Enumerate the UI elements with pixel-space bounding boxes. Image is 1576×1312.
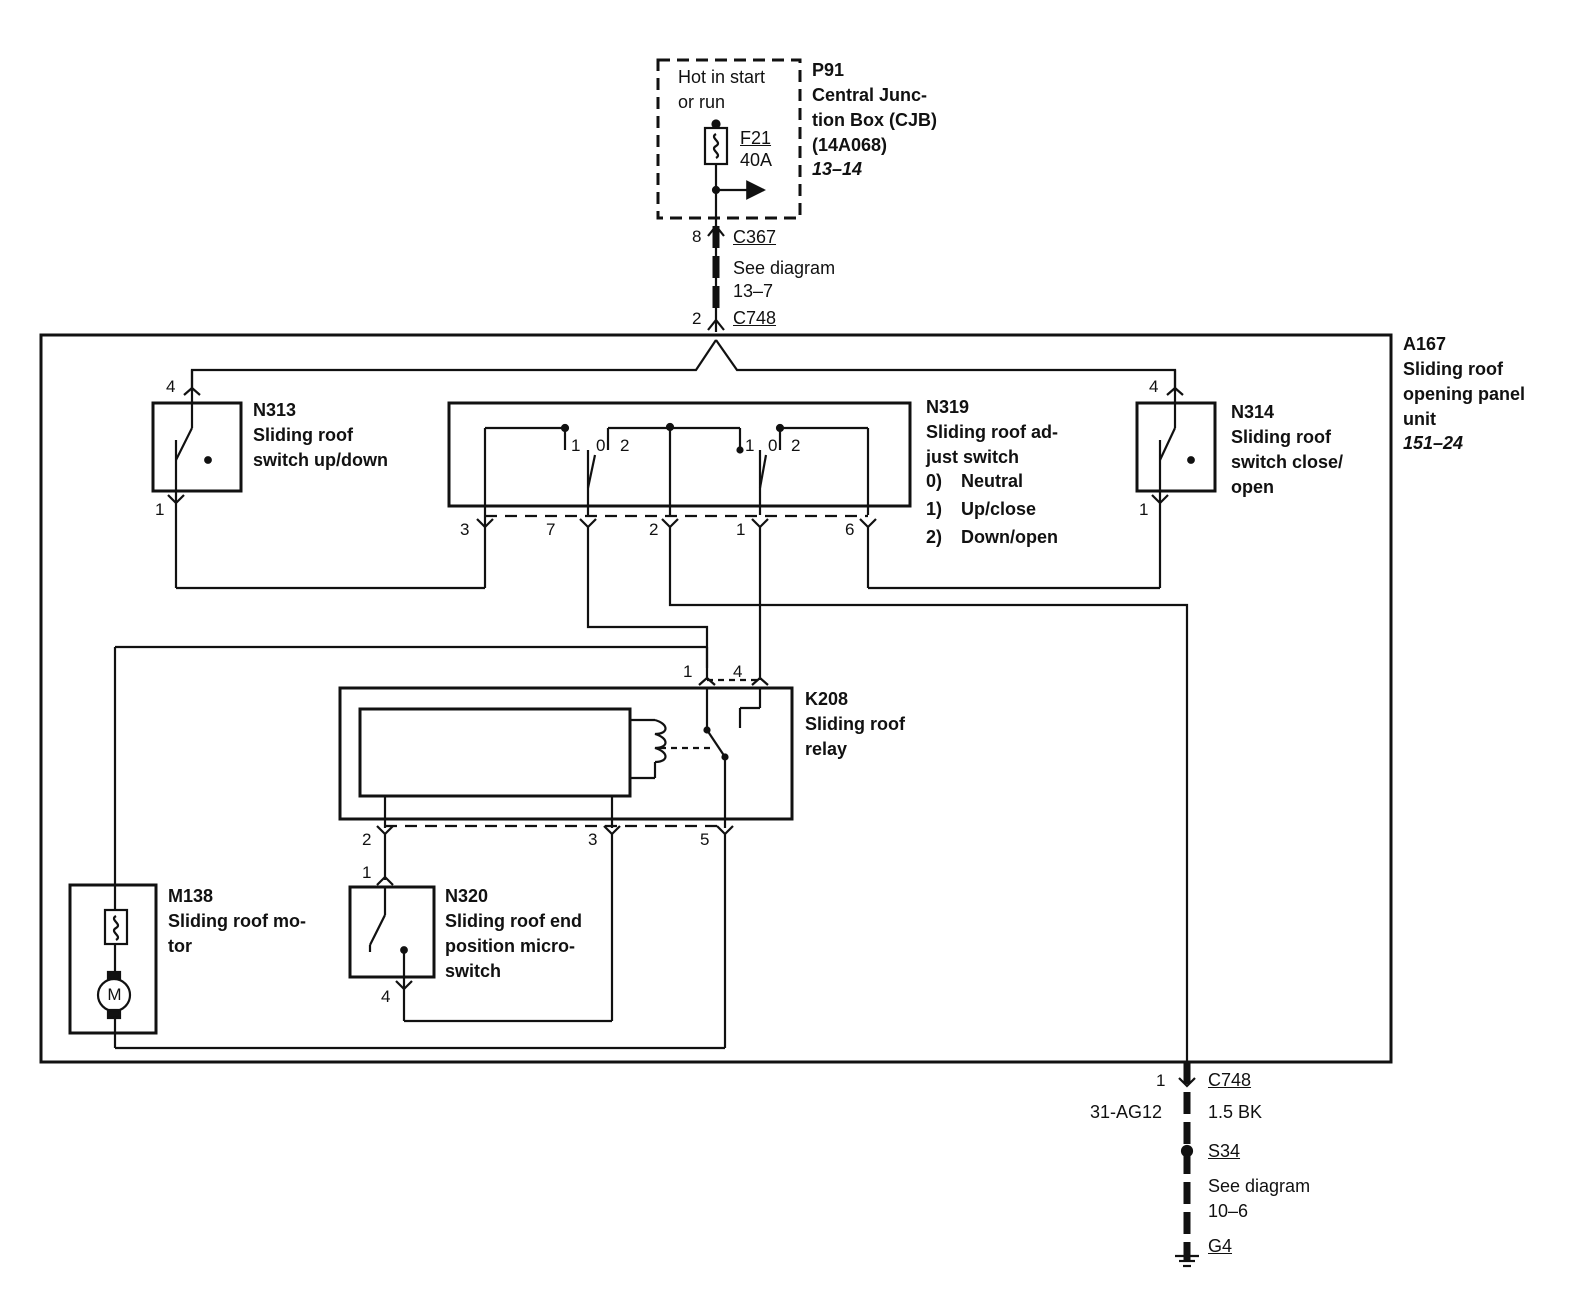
p91-ref: 13–14 (812, 159, 863, 179)
n319-pin: 6 (845, 520, 855, 539)
n320-pin-top: 1 (362, 863, 372, 882)
n320-name-3: switch (445, 961, 502, 981)
m138-name: Sliding roof mo- (168, 911, 306, 931)
n319-position-num: 0) (926, 471, 943, 491)
n314-name-2: switch close/ (1231, 452, 1344, 472)
k208-relay-box (338, 686, 794, 821)
ground-icon (1175, 1254, 1199, 1268)
n320-id: N320 (445, 886, 489, 906)
k208-pin: 4 (733, 662, 743, 681)
s34-see: See diagram (1208, 1176, 1311, 1196)
n319-contact-label: 1 (571, 436, 581, 455)
k208-name: Sliding roof (805, 714, 905, 734)
n319-pin: 2 (649, 520, 659, 539)
n319-contact-label: 0 (768, 436, 778, 455)
n319-pin: 1 (736, 520, 746, 539)
k208-pin: 5 (700, 830, 710, 849)
c748-bottom-pin: 1 (1156, 1071, 1166, 1090)
a167-name-2: opening panel (1403, 384, 1526, 404)
c748-top-id: C748 (733, 308, 777, 328)
n319-contact-label: 2 (791, 436, 801, 455)
n313-id: N313 (253, 400, 297, 420)
n314-pin-top: 4 (1149, 377, 1159, 396)
n319-position-label: Neutral (961, 471, 1024, 491)
a167-id: A167 (1403, 334, 1447, 354)
a167-unit-border (39, 333, 1393, 1064)
a167-name: Sliding roof (1403, 359, 1503, 379)
n313-name: Sliding roof (253, 425, 353, 445)
n319-position-num: 2) (926, 527, 943, 547)
n314-pin-bottom: 1 (1139, 500, 1149, 519)
n319-position-label: Down/open (961, 527, 1058, 547)
k208-pin: 1 (683, 662, 693, 681)
p91-part: (14A068) (812, 135, 888, 155)
n319-contact-label: 2 (620, 436, 630, 455)
motor-fuse-icon (103, 908, 129, 946)
p91-junction-box (656, 58, 802, 220)
fuse-icon (703, 119, 766, 218)
n319-name-2: just switch (926, 447, 1020, 467)
n319-contact-label: 0 (596, 436, 606, 455)
wire-spec: 1.5 BK (1208, 1102, 1263, 1122)
a167-ref: 151–24 (1403, 433, 1464, 453)
k208-id: K208 (805, 689, 849, 709)
fuse-rating: 40A (740, 150, 773, 170)
n319-contact-label: 1 (745, 436, 755, 455)
c748-top-pin: 2 (692, 309, 702, 328)
n320-name-2: position micro- (445, 936, 575, 956)
n319-position-label: Up/close (961, 499, 1037, 519)
m138-name-2: tor (168, 936, 192, 956)
c367-see-ref: 13–7 (733, 281, 774, 301)
m138-id: M138 (168, 886, 214, 906)
c367-id: C367 (733, 227, 777, 247)
n319-pin: 3 (460, 520, 470, 539)
g4-id: G4 (1208, 1236, 1233, 1256)
k208-pin: 3 (588, 830, 598, 849)
n313-pin-top: 4 (166, 377, 176, 396)
p91-note-2: or run (678, 92, 726, 112)
c748-bottom-id: C748 (1208, 1070, 1252, 1090)
p91-note: Hot in start (678, 67, 766, 87)
m138-motor-box (68, 883, 158, 1035)
p91-id: P91 (812, 60, 845, 80)
k208-name-2: relay (805, 739, 848, 759)
n314-name: Sliding roof (1231, 427, 1331, 447)
motor-symbol: M (107, 985, 122, 1004)
n319-pin: 7 (546, 520, 556, 539)
n320-switch-box (348, 885, 436, 979)
n320-pin-bottom: 4 (381, 987, 391, 1006)
n319-position-num: 1) (926, 499, 943, 519)
k208-coil-body (358, 707, 632, 798)
c367-pin: 8 (692, 227, 702, 246)
n319-name: Sliding roof ad- (926, 422, 1058, 442)
k208-pin: 2 (362, 830, 372, 849)
n313-switch-box (151, 401, 243, 493)
n314-id: N314 (1231, 402, 1275, 422)
c367-see: See diagram (733, 258, 836, 278)
n320-name: Sliding roof end (445, 911, 582, 931)
s34-see-ref: 10–6 (1208, 1201, 1249, 1221)
n313-pin-bottom: 1 (155, 500, 165, 519)
a167-name-3: unit (1403, 409, 1436, 429)
p91-name-2: tion Box (CJB) (812, 110, 937, 130)
p91-name: Central Junc- (812, 85, 928, 105)
coil-icon (630, 718, 710, 780)
fuse-id: F21 (740, 128, 772, 148)
n319-id: N319 (926, 397, 970, 417)
circuit-id: 31-AG12 (1090, 1102, 1163, 1122)
n314-name-3: open (1231, 477, 1274, 497)
n313-name-2: switch up/down (253, 450, 388, 470)
s34-id: S34 (1208, 1141, 1241, 1161)
n319-switch-box (447, 401, 912, 508)
